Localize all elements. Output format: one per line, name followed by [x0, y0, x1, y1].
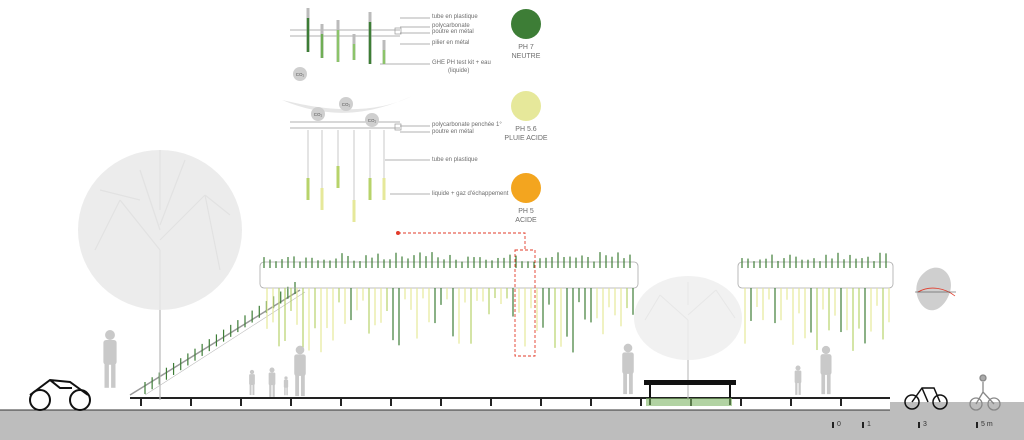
scale-1: 1 [867, 421, 871, 428]
platform-posts [140, 398, 842, 406]
label-poutre-top: poutre en métal [432, 29, 474, 35]
legend-ph7: PH 7 NEUTRE [481, 43, 571, 61]
canopy-right [737, 261, 894, 289]
marker-dot [396, 231, 400, 235]
scale-3: 3 [923, 421, 927, 428]
detail-marker [398, 232, 536, 357]
legend-ph5: PH 5 ACIDE [481, 207, 571, 225]
ph5-label: ACIDE [515, 217, 537, 224]
co2-bubbles: CO₂ CO₂ CO₂ CO₂ [293, 67, 379, 127]
svg-text:CO₂: CO₂ [342, 102, 351, 107]
people [103, 330, 832, 397]
ph56-value: PH 5.6 [515, 126, 537, 133]
label-polycarbonate: polycarbonate [432, 23, 470, 29]
ph7-label: NEUTRE [511, 53, 541, 60]
ramp [129, 289, 306, 396]
canopy-tubes [263, 252, 890, 353]
bike-icon [904, 387, 948, 410]
label-tube-bottom: tube en plastique [432, 157, 478, 163]
canopy-main [259, 261, 639, 289]
detail-upper-frame [290, 17, 430, 65]
ph7-value: PH 7 [518, 44, 534, 51]
label-tube-top: tube en plastique [432, 14, 478, 20]
label-poutre-bottom: poutre en métal [432, 129, 474, 135]
scale-0: 0 [837, 421, 841, 428]
label-ghe: GHE PH test kit + eau [432, 60, 491, 66]
tree-left-crown [78, 150, 242, 310]
plan-shape [915, 267, 956, 311]
curb [890, 402, 1024, 410]
motorcycle-icon [29, 378, 91, 411]
ph56-circle [511, 91, 541, 121]
ph5-circle [511, 173, 541, 203]
label-liquide-gaz: liquide + gaz d'échappement [432, 191, 509, 197]
bench-shelter [644, 380, 736, 406]
ground [0, 410, 1024, 440]
svg-text:CO₂: CO₂ [296, 72, 305, 77]
tree-middle-crown [634, 276, 742, 360]
svg-text:CO₂: CO₂ [368, 118, 377, 123]
scale-5m: 5 m [981, 421, 993, 428]
detail-tubes [306, 8, 386, 222]
label-pilier: pilier en métal [432, 40, 470, 46]
ph5-value: PH 5 [518, 208, 534, 215]
ph56-label: PLUIE ACIDE [504, 135, 548, 142]
scale-bar [832, 422, 978, 428]
label-polycarb-inclined: polycarbonate penchée 1° [432, 122, 502, 128]
label-liquide: (liquide) [448, 68, 470, 74]
cyclist-icon [969, 374, 1001, 411]
legend-ph56: PH 5.6 PLUIE ACIDE [481, 125, 571, 143]
detail-lower-frame [290, 121, 430, 195]
svg-text:CO₂: CO₂ [314, 112, 323, 117]
ph7-circle [511, 9, 541, 39]
